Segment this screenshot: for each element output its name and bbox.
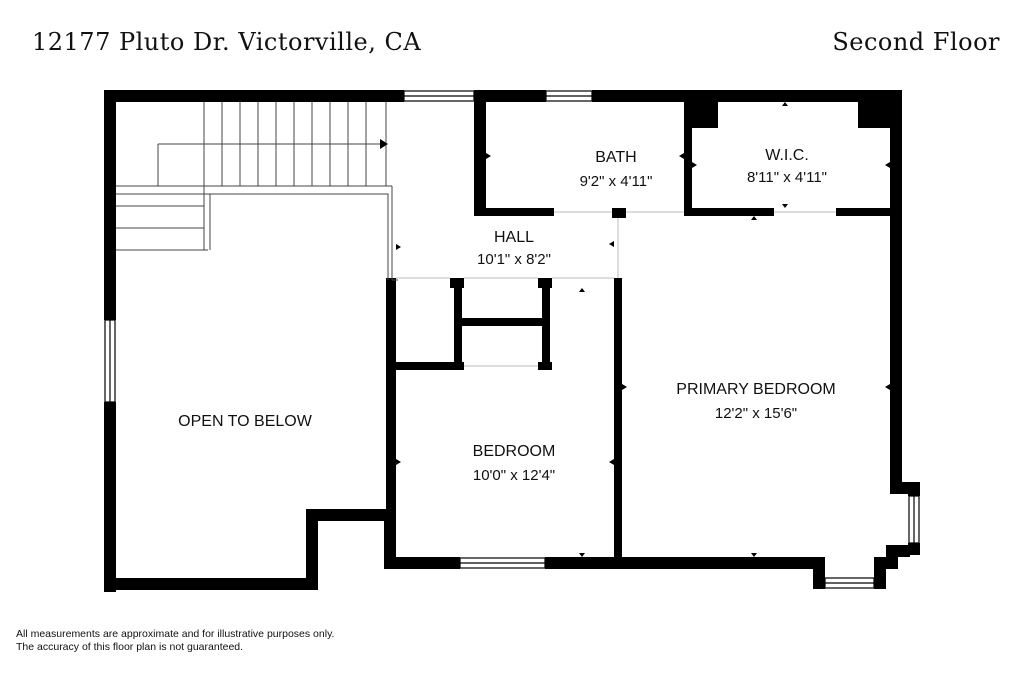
interior-walls bbox=[386, 90, 896, 560]
stair-arrow-icon bbox=[380, 139, 388, 149]
room-dims-hall: 10'1" x 8'2" bbox=[477, 251, 551, 268]
exterior-walls bbox=[104, 90, 920, 592]
room-label-bedroom: BEDROOM bbox=[473, 443, 556, 460]
disclaimer-line-1: All measurements are approximate and for… bbox=[16, 628, 335, 640]
floor-title: Second Floor bbox=[832, 28, 1000, 56]
disclaimer-line-2: The accuracy of this floor plan is not g… bbox=[16, 641, 244, 653]
property-address: 12177 Pluto Dr. Victorville, CA bbox=[32, 28, 422, 56]
room-dims-bedroom: 10'0" x 12'4" bbox=[473, 467, 555, 484]
dimension-markers bbox=[396, 102, 890, 557]
room-dims-primary-bedroom: 12'2" x 15'6" bbox=[715, 405, 797, 422]
windows bbox=[104, 90, 920, 589]
staircase bbox=[116, 102, 398, 281]
room-label-bath: BATH bbox=[595, 149, 636, 166]
room-label-primary-bedroom: PRIMARY BEDROOM bbox=[676, 381, 835, 398]
door-openings bbox=[396, 211, 836, 367]
room-label-wic: W.I.C. bbox=[765, 147, 809, 164]
room-dims-wic: 8'11" x 4'11" bbox=[747, 169, 827, 186]
room-dims-bath: 9'2" x 4'11" bbox=[580, 173, 653, 190]
room-label-open-to-below: OPEN TO BELOW bbox=[178, 413, 313, 430]
room-label-hall: HALL bbox=[494, 229, 534, 246]
